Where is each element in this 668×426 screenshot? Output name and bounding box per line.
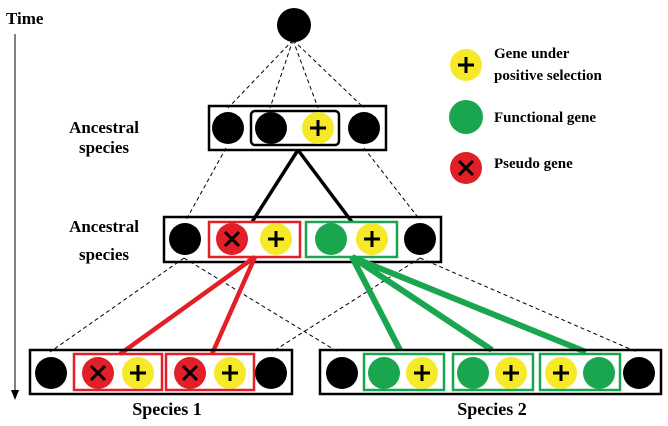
legend: Gene under positive selection Functional… [449, 46, 603, 184]
lineage-l1-to-l2-right [363, 147, 421, 221]
lineage-l2-to-sp1-right [271, 257, 421, 353]
root-ancestral-gene-icon [277, 8, 311, 42]
species2-functional-block-1 [362, 352, 446, 392]
pseudo-lineage-2 [209, 256, 258, 355]
level1-label-line1: Ancestral [69, 118, 139, 137]
time-axis: Time [6, 9, 44, 400]
functional-lineage-2 [350, 254, 494, 353]
species2-ancestral-gene-icon [326, 357, 358, 389]
duplication-line-left [250, 149, 300, 223]
level2-ancestral-gene-icon [404, 223, 436, 255]
species-2-genome: Species 2 [318, 348, 663, 419]
species1-pseudo-block-1 [72, 352, 164, 392]
lineage-root-to-gene2 [269, 39, 294, 109]
dashed-lineage-lines [49, 39, 638, 353]
legend-positive-label-line2: positive selection [494, 68, 603, 84]
species2-genome-box [318, 348, 663, 396]
level1-ancestral-gene-icon [348, 112, 380, 144]
level1-label-line2: species [79, 138, 129, 157]
species1-ancestral-gene-icon [35, 357, 67, 389]
lineage-root-to-gene4 [292, 39, 365, 109]
level1-positive-selection-gene-icon [302, 112, 334, 144]
lineage-l2-to-sp1-left [49, 257, 185, 353]
species2-functional-block-2 [451, 352, 535, 392]
species2-functional-gene-icon [457, 357, 489, 389]
lineage-root-to-gene3 [292, 39, 319, 109]
legend-positive-selection-icon [450, 49, 482, 81]
species1-pseudo-gene-icon [174, 357, 206, 389]
species2-functional-gene-icon [368, 357, 400, 389]
species1-ancestral-gene-icon [255, 357, 287, 389]
species2-functional-block-3 [538, 352, 622, 392]
level2-pseudo-gene-icon [216, 223, 248, 255]
legend-pseudo-label: Pseudo gene [494, 156, 573, 172]
time-axis-label: Time [6, 9, 44, 28]
level1-duplicated-block [249, 109, 341, 147]
level2-positive-selection-gene-icon [356, 223, 388, 255]
pseudo-lineage-1 [118, 255, 257, 356]
species2-positive-selection-gene-icon [495, 357, 527, 389]
species-1-label: Species 1 [132, 399, 202, 419]
species2-functional-gene-icon [583, 357, 615, 389]
legend-pseudo-gene-icon [450, 152, 482, 184]
level2-ancestral-gene-icon [169, 223, 201, 255]
species1-positive-selection-gene-icon [122, 357, 154, 389]
level1-ancestral-gene-icon [255, 112, 287, 144]
species1-positive-selection-gene-icon [214, 357, 246, 389]
species-1-genome: Species 1 [28, 348, 294, 419]
species2-positive-selection-gene-icon [545, 357, 577, 389]
functional-lineage-1 [349, 255, 403, 352]
level2-functional-gene-icon [315, 223, 347, 255]
species1-genome-box [28, 348, 294, 396]
legend-functional-gene-icon [449, 100, 483, 134]
pseudo-gene-lineages [118, 255, 258, 356]
species2-ancestral-gene-icon [623, 357, 655, 389]
lineage-l2-to-sp2-right [419, 257, 638, 353]
functional-lineage-3 [350, 254, 588, 355]
species-2-label: Species 2 [457, 399, 527, 419]
time-axis-arrowhead [11, 390, 19, 400]
level2-functional-block [304, 220, 399, 259]
legend-functional-label: Functional gene [494, 110, 596, 126]
legend-positive-label-line1: Gene under [494, 46, 570, 62]
level2-label-line2: species [79, 245, 129, 264]
functional-gene-lineages [349, 254, 588, 355]
duplication-line-right [296, 148, 354, 224]
level1-ancestral-gene-icon [212, 112, 244, 144]
ancestral-species-level-2: Ancestral species [69, 215, 443, 264]
species1-pseudo-gene-icon [82, 357, 114, 389]
level2-genome-box [162, 215, 443, 264]
species2-positive-selection-gene-icon [406, 357, 438, 389]
duplication-lines [250, 148, 354, 224]
species1-pseudo-block-2 [164, 352, 256, 392]
level2-label-line1: Ancestral [69, 217, 139, 236]
ancestral-species-level-1: Ancestral species [69, 104, 388, 157]
level2-positive-selection-gene-icon [260, 223, 292, 255]
lineage-l1-to-l2-left [185, 147, 227, 221]
lineage-l2-to-sp2-left [183, 257, 339, 353]
lineage-root-to-gene1 [227, 39, 294, 109]
